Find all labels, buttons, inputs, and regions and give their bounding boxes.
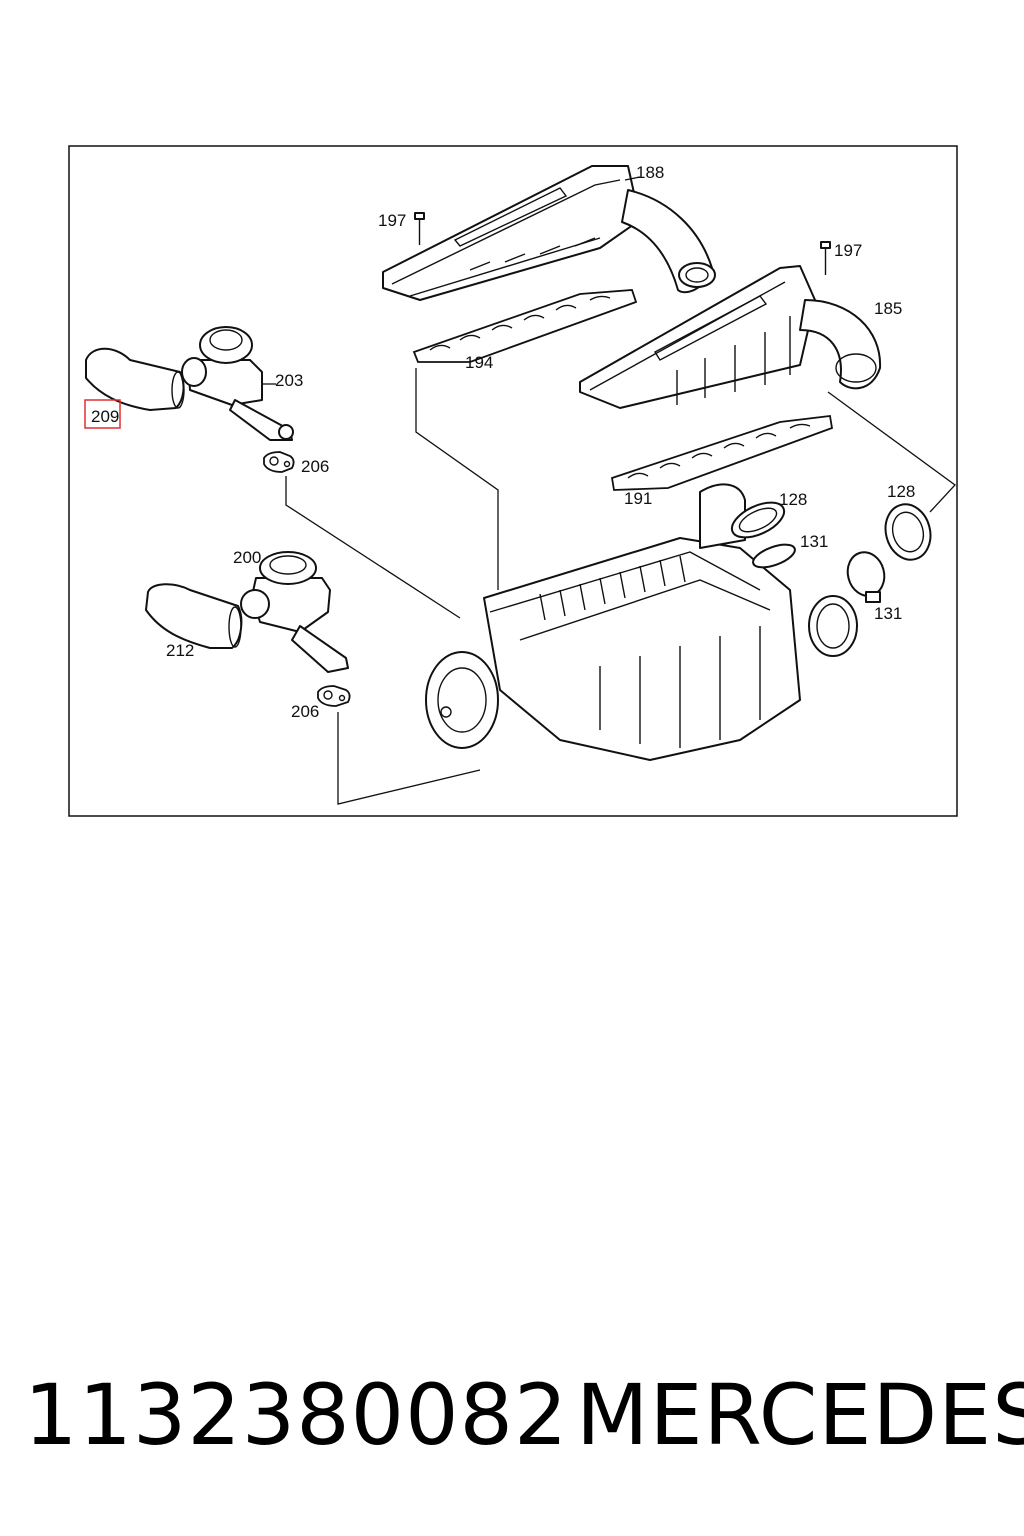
- callout-128-left[interactable]: 128: [779, 490, 807, 509]
- diagram-frame: [68, 145, 958, 817]
- intake-cover-185[interactable]: [579, 265, 882, 409]
- bolt-197-left[interactable]: [414, 212, 425, 245]
- callout-131-right[interactable]: 131: [874, 604, 902, 623]
- valve-200[interactable]: [240, 551, 349, 673]
- hose-212[interactable]: [145, 583, 243, 649]
- parts-diagram: 188 197 197 185 194 203 209 206 191 128 …: [68, 145, 958, 817]
- valve-203[interactable]: [181, 326, 294, 441]
- ring-128-right[interactable]: [880, 499, 937, 564]
- footer: 1132380082 MERCEDES: [0, 1360, 1024, 1470]
- callout-206-lower[interactable]: 206: [291, 702, 319, 721]
- gasket-194[interactable]: [412, 289, 638, 363]
- callout-188[interactable]: 188: [636, 163, 664, 182]
- callout-194[interactable]: 194: [465, 353, 493, 372]
- bolt-197-right[interactable]: [820, 241, 831, 275]
- leader-lines: [262, 176, 956, 805]
- callout-191[interactable]: 191: [624, 489, 652, 508]
- hose-209[interactable]: [85, 347, 185, 411]
- intake-cover-188[interactable]: [382, 165, 716, 301]
- clamp-131-right[interactable]: [843, 548, 889, 603]
- gasket-191[interactable]: [610, 415, 834, 491]
- callout-209[interactable]: 209: [91, 407, 119, 426]
- callout-200[interactable]: 200: [233, 548, 261, 567]
- gasket-206-upper[interactable]: [263, 451, 295, 473]
- callout-185[interactable]: 185: [874, 299, 902, 318]
- ring-128-left[interactable]: [727, 495, 790, 544]
- gasket-206-lower[interactable]: [317, 685, 351, 707]
- callout-206-upper[interactable]: 206: [301, 457, 329, 476]
- callout-128-right[interactable]: 128: [887, 482, 915, 501]
- clamp-131-left[interactable]: [750, 540, 798, 572]
- callout-212[interactable]: 212: [166, 641, 194, 660]
- engine-assembly[interactable]: [425, 483, 858, 761]
- callout-197-left[interactable]: 197: [378, 211, 406, 230]
- callout-209-highlight: [84, 399, 121, 429]
- callout-131-left[interactable]: 131: [800, 532, 828, 551]
- part-number: 1132380082: [24, 1366, 569, 1464]
- brand-name: MERCEDES: [576, 1366, 1024, 1464]
- callout-labels: 188 197 197 185 194 203 209 206 191 128 …: [84, 163, 915, 721]
- callout-197-right[interactable]: 197: [834, 241, 862, 260]
- callout-203[interactable]: 203: [275, 371, 303, 390]
